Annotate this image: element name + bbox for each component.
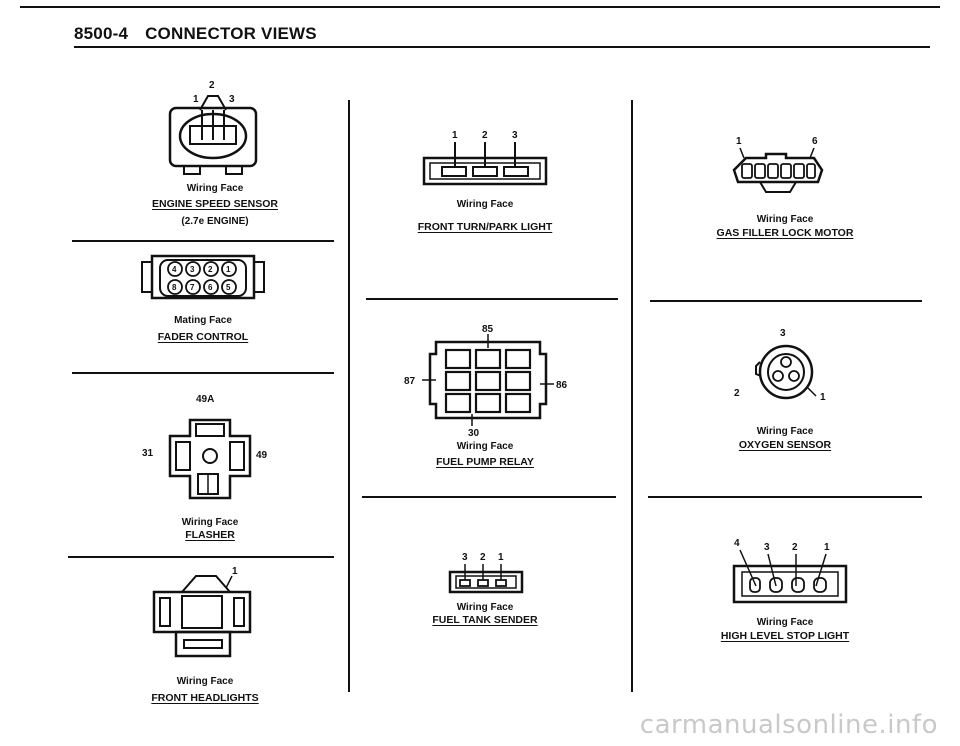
- pin-label: 6: [208, 283, 213, 292]
- fuel-tank-sender-name: FUEL TANK SENDER: [432, 614, 538, 626]
- pin-label: 3: [764, 542, 770, 553]
- fuel-tank-sender-face: Wiring Face: [456, 602, 514, 613]
- fader-control-connector: 4 3 2 1 8 7 6 5: [141, 254, 265, 300]
- page-number: 8500-4: [74, 24, 129, 43]
- divider-right-2: [648, 496, 922, 498]
- fuel-tank-sender-connector: 3 2 1: [448, 552, 524, 594]
- watermark: carmanualsonline.info: [639, 710, 938, 740]
- high-level-stop-light-connector: 4 3 2 1: [732, 538, 848, 604]
- pin-label: 1: [824, 542, 830, 553]
- pin-label: 6: [812, 136, 818, 147]
- top-border: [20, 6, 940, 8]
- pin-label: 30: [468, 428, 480, 439]
- pin-label: 2: [734, 388, 740, 399]
- engine-speed-sensor-note: (2.7e ENGINE): [181, 216, 249, 227]
- oxygen-sensor-connector: 3 2 1: [734, 328, 826, 403]
- page-title: 8500-4 CONNECTOR VIEWS: [74, 24, 317, 44]
- pin-label: 2: [482, 130, 488, 141]
- pin-label: 3: [462, 552, 468, 563]
- gas-filler-lock-motor-name: GAS FILLER LOCK MOTOR: [716, 227, 854, 239]
- section-title: CONNECTOR VIEWS: [145, 24, 317, 43]
- high-level-stop-light-face: Wiring Face: [756, 617, 814, 628]
- pin-label: 86: [556, 380, 568, 391]
- pin-label: 2: [208, 265, 213, 274]
- pin-label: 2: [792, 542, 798, 553]
- engine-speed-sensor-connector: 1 2 3: [168, 80, 258, 175]
- divider-mid-2: [362, 496, 616, 498]
- pin-label: 7: [190, 283, 195, 292]
- flasher-face: Wiring Face: [181, 517, 239, 528]
- pin-label: 85: [482, 324, 494, 335]
- pin-label: 1: [226, 265, 231, 274]
- pin-label: 1: [498, 552, 504, 563]
- gas-filler-lock-motor-face: Wiring Face: [756, 214, 814, 225]
- pin-label: 3: [190, 265, 195, 274]
- divider-right-1: [650, 300, 922, 302]
- front-headlights-connector: 1: [152, 566, 252, 658]
- divider-left-2: [72, 372, 334, 374]
- fuel-pump-relay-name: FUEL PUMP RELAY: [436, 456, 534, 468]
- flasher-connector: 49A 31 49: [142, 394, 268, 500]
- engine-speed-sensor-name: ENGINE SPEED SENSOR: [151, 198, 279, 210]
- pin-label: 2: [480, 552, 486, 563]
- pin-label: 49A: [196, 394, 214, 405]
- pin-label: 2: [209, 80, 215, 91]
- front-headlights-face: Wiring Face: [176, 676, 234, 687]
- pin-label: 87: [404, 376, 416, 387]
- oxygen-sensor-face: Wiring Face: [756, 426, 814, 437]
- pin-label: 1: [820, 392, 826, 403]
- pin-label: 3: [229, 94, 235, 105]
- pin-label: 1: [232, 566, 238, 577]
- pin-label: 1: [193, 94, 199, 105]
- front-turn-park-light-face: Wiring Face: [456, 199, 514, 210]
- divider-mid-1: [366, 298, 618, 300]
- pin-label: 4: [172, 265, 177, 274]
- fader-control-name: FADER CONTROL: [157, 331, 249, 343]
- oxygen-sensor-name: OXYGEN SENSOR: [738, 439, 832, 451]
- pin-label: 8: [172, 283, 177, 292]
- pin-label: 5: [226, 283, 231, 292]
- fuel-pump-relay-connector: 85 87 86 30: [404, 324, 568, 439]
- pin-label: 49: [256, 450, 268, 461]
- pin-label: 1: [736, 136, 742, 147]
- divider-left-1: [72, 240, 334, 242]
- high-level-stop-light-name: HIGH LEVEL STOP LIGHT: [720, 630, 850, 642]
- pin-label: 4: [734, 538, 740, 549]
- front-turn-park-light-connector: 1 2 3: [422, 130, 548, 186]
- fader-control-face: Mating Face: [174, 315, 232, 326]
- column-divider-right: [631, 100, 633, 692]
- flasher-name: FLASHER: [185, 529, 235, 541]
- front-turn-park-light-name: FRONT TURN/PARK LIGHT: [417, 221, 553, 233]
- divider-left-3: [68, 556, 334, 558]
- engine-speed-sensor-face: Wiring Face: [186, 183, 244, 194]
- gas-filler-lock-motor-connector: 1 6: [732, 136, 824, 193]
- pin-label: 1: [452, 130, 458, 141]
- pin-label: 3: [780, 328, 786, 339]
- pin-label: 3: [512, 130, 518, 141]
- column-divider-left: [348, 100, 350, 692]
- title-underline: [74, 46, 930, 48]
- pin-label: 31: [142, 448, 154, 459]
- front-headlights-name: FRONT HEADLIGHTS: [151, 692, 259, 704]
- fuel-pump-relay-face: Wiring Face: [456, 441, 514, 452]
